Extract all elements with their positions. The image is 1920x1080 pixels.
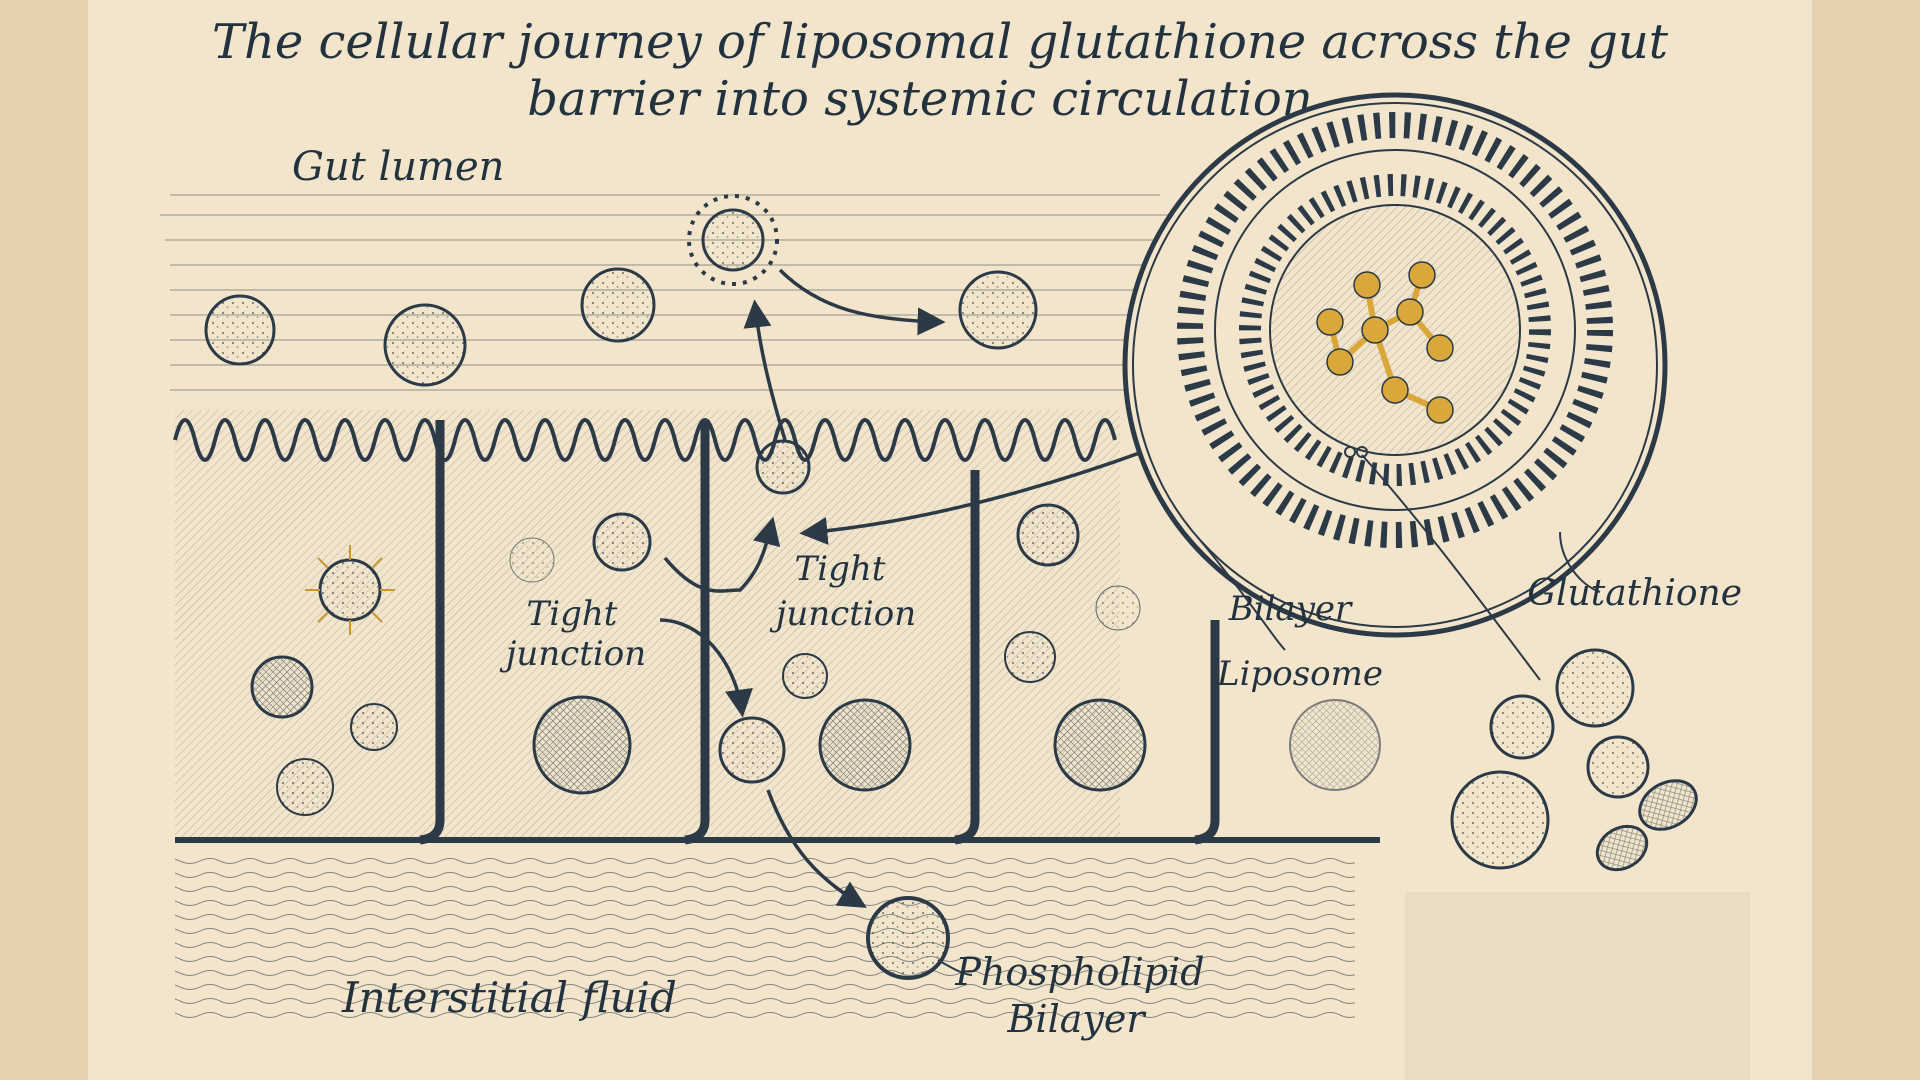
phospholipid-bilayer-line-2: Bilayer: [1006, 997, 1147, 1041]
tight-junction-right-line-1: Tight: [795, 549, 886, 589]
label-tight-junction-right: Tight junction: [769, 549, 916, 634]
blank-patch: [1405, 892, 1750, 1080]
label-tight-junction-left: Tight junction: [499, 594, 646, 674]
title-line-1: The cellular journey of liposomal glutat…: [212, 14, 1669, 70]
lumen-vesicles: [204, 194, 1038, 387]
diagram-title: The cellular journey of liposomal glutat…: [212, 14, 1669, 127]
label-interstitial-fluid: Interstitial fluid: [341, 973, 677, 1022]
bilayer-liposome-line-1: Bilayer: [1228, 589, 1353, 629]
cell-nuclei: [250, 655, 1381, 795]
bilayer-liposome-line-2: Liposome: [1216, 654, 1383, 694]
leader-lines: [937, 454, 1601, 976]
epithelium: [175, 410, 1120, 840]
phospholipid-bilayer-line-1: Phospholipid: [954, 950, 1204, 994]
microvilli-border: [173, 418, 1117, 462]
intracellular-vesicles: [276, 439, 1141, 816]
liposome-magnified: [1122, 92, 1668, 638]
circulation-vesicles: [866, 648, 1698, 980]
label-phospholipid-bilayer: Phospholipid Bilayer: [954, 950, 1204, 1041]
tight-junction-left-line-2: junction: [499, 634, 646, 674]
tight-junction-left-line-1: Tight: [527, 594, 618, 634]
label-glutathione: Glutathione: [1527, 573, 1742, 614]
label-bilayer-liposome: Bilayer Liposome: [1216, 589, 1383, 694]
tight-junction-right-line-2: junction: [769, 594, 916, 634]
title-line-2: barrier into systemic circulation: [527, 71, 1312, 127]
label-gut-lumen: Gut lumen: [292, 144, 504, 190]
glutathione-molecule: [1316, 261, 1454, 424]
interstitial-fluid-region: [175, 850, 1355, 1020]
